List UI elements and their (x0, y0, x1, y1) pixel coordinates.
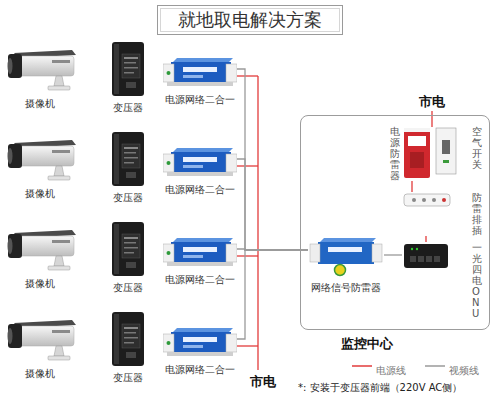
node-label: 摄像机 (25, 188, 55, 200)
transformer-icon (112, 222, 144, 276)
combo-protector-icon (163, 148, 237, 176)
power-strip-icon (404, 194, 450, 206)
node-label: 电源网络二合一 (165, 184, 235, 196)
video-cable (237, 69, 308, 250)
camera-unit: 摄像机 (4, 226, 76, 291)
power-wire (237, 75, 258, 76)
node-label: 摄像机 (25, 278, 55, 290)
camera-icon (8, 140, 77, 180)
transformer-unit: 变压器 (106, 132, 150, 205)
power-wires (237, 76, 432, 370)
combo-protector: 电源网络二合一 (163, 146, 237, 197)
air-switch: 空气开关 (434, 126, 482, 172)
mains-feed (431, 111, 432, 127)
power-wire (237, 255, 258, 256)
transformer-icons (112, 42, 144, 366)
node-label: 电源网络二合一 (165, 274, 235, 286)
camera-icon (8, 320, 77, 360)
node-label: 电源防雷器 (390, 126, 400, 181)
combo-protector: 电源网络二合一 (163, 236, 237, 287)
mains-label: 市电 (419, 93, 445, 111)
power-cable (425, 236, 426, 242)
label-wrap: 市电 (419, 93, 445, 111)
camera-icon (8, 50, 77, 90)
legend-item: 电源线 (376, 360, 406, 379)
note-text: *: 安装于变压器前端（220V AC侧） (298, 381, 462, 395)
surge-power-strip: 防雷排插 (402, 192, 482, 236)
onu-icon (404, 244, 448, 268)
video-cable (237, 250, 308, 339)
legend-text: 视频线 (449, 365, 479, 376)
transformer-icon (112, 42, 144, 96)
legend-power-line (352, 365, 372, 367)
onu-switch: 一光四电ONU (402, 242, 482, 319)
power-wire (237, 165, 258, 166)
node-label: 网络信号防雷器 (311, 282, 381, 294)
node-label: 监控中心 (341, 335, 393, 353)
camera-unit: 摄像机 (4, 136, 76, 201)
power-cable (411, 181, 412, 192)
transformer-unit: 变压器 (106, 42, 150, 115)
camera-icons (8, 50, 77, 360)
combo-protector-icon (163, 328, 237, 356)
network-surge-icon (310, 238, 382, 276)
transformer-icon (112, 132, 144, 186)
camera-icon (8, 230, 77, 270)
node-label: 防雷排插 (472, 192, 482, 236)
node-label: 变压器 (113, 282, 143, 294)
node-label: 摄像机 (25, 368, 55, 380)
camera-unit: 摄像机 (4, 316, 76, 381)
node-label: 一光四电ONU (472, 242, 482, 319)
title-wrap: 就地取电解决方案 (157, 5, 343, 35)
video-cable (237, 159, 308, 250)
title-box: 就地取电解决方案 (157, 5, 343, 35)
node-label: 变压器 (113, 372, 143, 384)
node-label: 电源网络二合一 (165, 364, 235, 376)
transformer-unit: 变压器 (106, 222, 150, 295)
surge-protector-icon (404, 128, 430, 178)
power-trunk (257, 76, 258, 370)
label-wrap: 市电 (250, 373, 276, 391)
node-label: 变压器 (113, 192, 143, 204)
node-label: 空气开关 (472, 126, 482, 170)
network-surge-protector: 网络信号防雷器 (308, 234, 384, 295)
transformer-unit: 变压器 (106, 312, 150, 385)
combo-protector-icon (163, 238, 237, 266)
legend-text: 电源线 (376, 365, 406, 376)
node-label: 摄像机 (25, 98, 55, 110)
power-wire (237, 345, 258, 346)
combo-protector: 电源网络二合一 (163, 326, 237, 377)
node-label: 电源网络二合一 (165, 94, 235, 106)
node-label: 变压器 (113, 102, 143, 114)
mains-label: 市电 (250, 373, 276, 391)
label-wrap: *: 安装于变压器前端（220V AC侧） (298, 381, 462, 395)
legend-video-line (425, 365, 445, 367)
combo-protector-icon (163, 58, 237, 86)
air-switch-icon (436, 128, 456, 174)
monitor-center-box: 电源防雷器空气开关防雷排插一光四电ONU网络信号防雷器监控中心 (300, 115, 490, 330)
camera-unit: 摄像机 (4, 46, 76, 111)
transformer-icon (112, 312, 144, 366)
video-cable (384, 254, 402, 255)
combo-protector: 电源网络二合一 (163, 56, 237, 107)
combo-protector-icons (163, 58, 237, 356)
legend-item: 视频线 (449, 360, 479, 379)
power-surge-protector: 电源防雷器 (390, 126, 434, 181)
